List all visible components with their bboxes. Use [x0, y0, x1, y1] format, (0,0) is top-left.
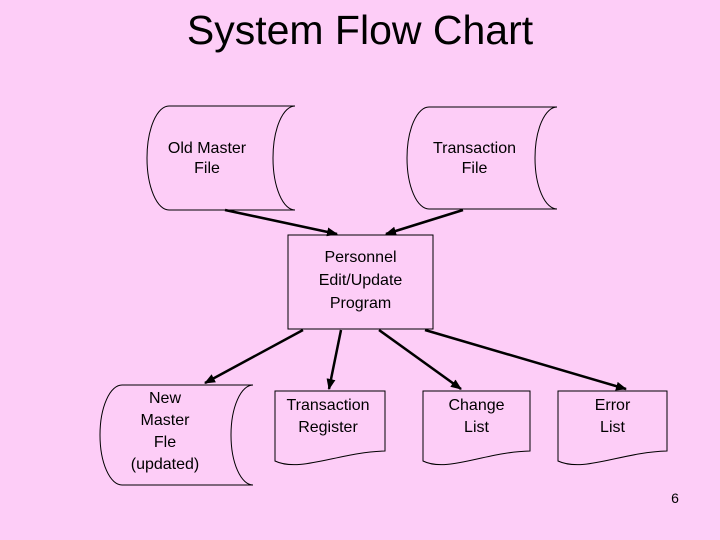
error-list-label: Error List — [594, 397, 631, 436]
transaction-register-label: Transaction Register — [286, 397, 370, 436]
change-list-shape — [422, 390, 531, 466]
new-master-file-label: New Master Fle (updated) — [130, 390, 200, 473]
old-master-file-label: Old Master File — [167, 140, 247, 177]
personnel-program-label: Personnel Edit/Update Program — [318, 249, 403, 312]
new-master-file-shape — [99, 384, 254, 486]
transaction-register-shape — [274, 390, 386, 466]
personnel-program-shape — [287, 234, 434, 330]
arrow-old-master-to-program — [224, 208, 338, 237]
page-number: 6 — [671, 490, 679, 506]
arrow-program-to-new-master — [204, 328, 304, 385]
change-list-label: Change List — [448, 397, 505, 436]
arrow-transaction-file-to-program — [385, 208, 464, 236]
error-list-shape — [557, 390, 668, 466]
transaction-file-shape — [406, 106, 558, 210]
arrow-program-to-change-list — [378, 328, 462, 391]
slide-title: System Flow Chart — [186, 7, 534, 53]
old-master-file-shape — [146, 105, 296, 211]
transaction-file-label: Transaction File — [433, 140, 516, 177]
arrow-program-to-error-list — [424, 328, 627, 391]
arrow-program-to-transaction-register — [326, 329, 343, 390]
